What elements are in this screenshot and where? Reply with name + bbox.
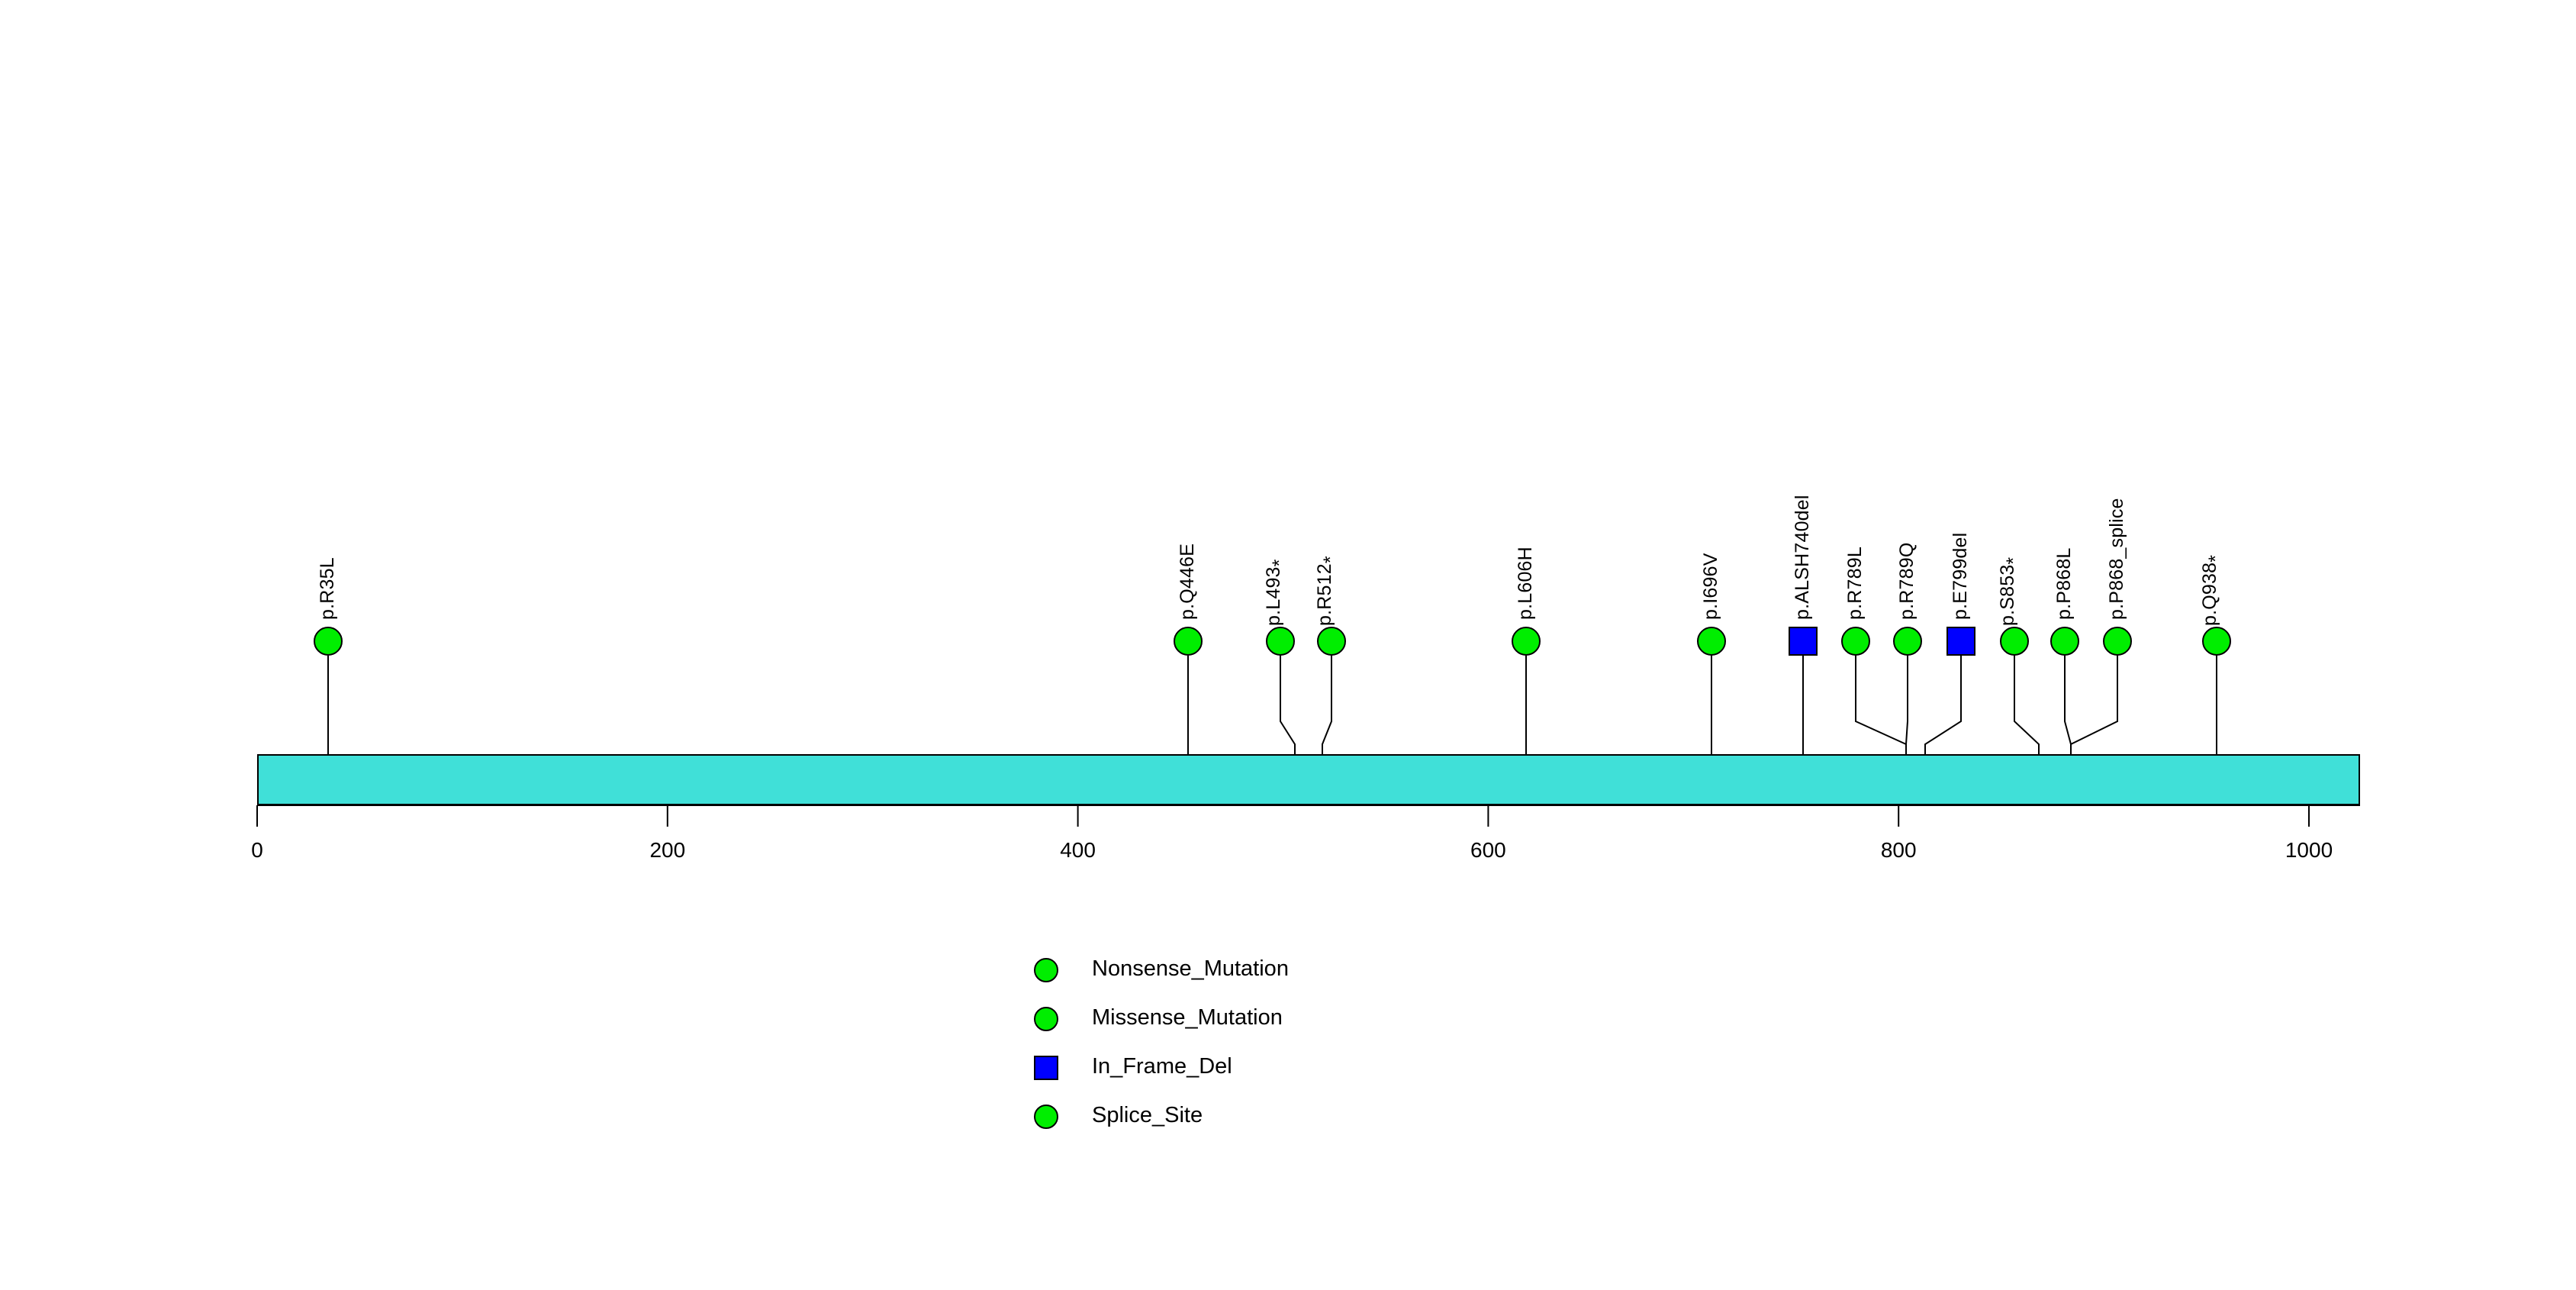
legend-item-label: Missense_Mutation (1092, 1005, 1283, 1030)
mutation-marker[interactable] (2103, 627, 2132, 656)
mutation-label: p.Q446E (1177, 543, 1198, 620)
mutation-label-text: p.L606H (1515, 547, 1536, 620)
stop-codon-asterisk-icon: * (1320, 556, 1341, 564)
mutation-label: p.L493* (1263, 559, 1290, 626)
mutation-label: p.E799del (1950, 532, 1971, 620)
mutation-label: p.R789Q (1896, 542, 1918, 620)
mutation-marker[interactable] (1697, 627, 1726, 656)
mutation-marker[interactable] (1789, 627, 1818, 656)
mutation-marker[interactable] (1512, 627, 1541, 656)
legend-circle-icon (1034, 1105, 1058, 1129)
legend-circle-icon (1034, 1007, 1058, 1031)
mutation-label-text: p.ALSH740del (1792, 495, 1813, 620)
mutation-label: p.L606H (1515, 547, 1536, 620)
mutation-marker[interactable] (2202, 627, 2231, 656)
mutation-label-text: p.E799del (1950, 532, 1971, 620)
mutation-label: p.ALSH740del (1792, 495, 1813, 620)
mutation-marker[interactable] (1946, 627, 1975, 656)
mutation-label-text: p.R35L (317, 557, 338, 620)
mutation-label: p.Q938* (2199, 554, 2227, 626)
axis-tick-label: 0 (251, 838, 263, 862)
mutation-label: p.P868_splice (2106, 498, 2127, 620)
mutation-marker[interactable] (1893, 627, 1922, 656)
mutation-marker[interactable] (1266, 627, 1295, 656)
protein-backbone-bar (257, 754, 2360, 805)
mutation-label: p.P868L (2053, 547, 2075, 620)
mutation-label-text: p.Q938 (2199, 562, 2220, 626)
legend-item-label: Nonsense_Mutation (1092, 956, 1289, 981)
axis-tick-label: 600 (1470, 838, 1506, 862)
mutation-label-text: p.S853 (1997, 564, 2018, 626)
mutation-label: p.R512* (1314, 556, 1341, 626)
axis-tick-label: 400 (1060, 838, 1096, 862)
mutation-label-text: p.I696V (1700, 553, 1721, 620)
legend-square-icon (1034, 1056, 1058, 1080)
axis-tick-label: 800 (1880, 838, 1917, 862)
mutation-marker[interactable] (1174, 627, 1203, 656)
stop-codon-asterisk-icon: * (2205, 554, 2227, 563)
mutation-marker[interactable] (2000, 627, 2029, 656)
mutation-label-text: p.R789Q (1896, 542, 1918, 620)
mutation-label: p.I696V (1700, 553, 1721, 620)
mutation-label-text: p.R789L (1844, 547, 1866, 620)
x-axis (256, 805, 2360, 827)
stop-codon-asterisk-icon: * (1269, 559, 1290, 567)
mutation-marker[interactable] (1841, 627, 1870, 656)
stop-codon-asterisk-icon: * (2003, 556, 2024, 565)
mutation-marker[interactable] (314, 627, 343, 656)
legend-circle-icon (1034, 958, 1058, 982)
legend-item-label: In_Frame_Del (1092, 1054, 1232, 1079)
mutation-marker[interactable] (1317, 627, 1346, 656)
axis-tick-label: 200 (649, 838, 686, 862)
mutation-label: p.R789L (1844, 547, 1866, 620)
mutation-label-text: p.Q446E (1177, 543, 1198, 620)
mutation-label-text: p.P868_splice (2106, 498, 2127, 620)
mutation-label: p.R35L (317, 557, 338, 620)
mutation-label-text: p.L493 (1263, 566, 1284, 626)
mutation-label: p.S853* (1997, 556, 2024, 626)
mutation-label-text: p.R512 (1314, 563, 1335, 626)
mutation-label-text: p.P868L (2053, 547, 2075, 620)
mutation-marker[interactable] (2050, 627, 2079, 656)
axis-tick-label: 1000 (2285, 838, 2333, 862)
legend-item-label: Splice_Site (1092, 1103, 1203, 1127)
